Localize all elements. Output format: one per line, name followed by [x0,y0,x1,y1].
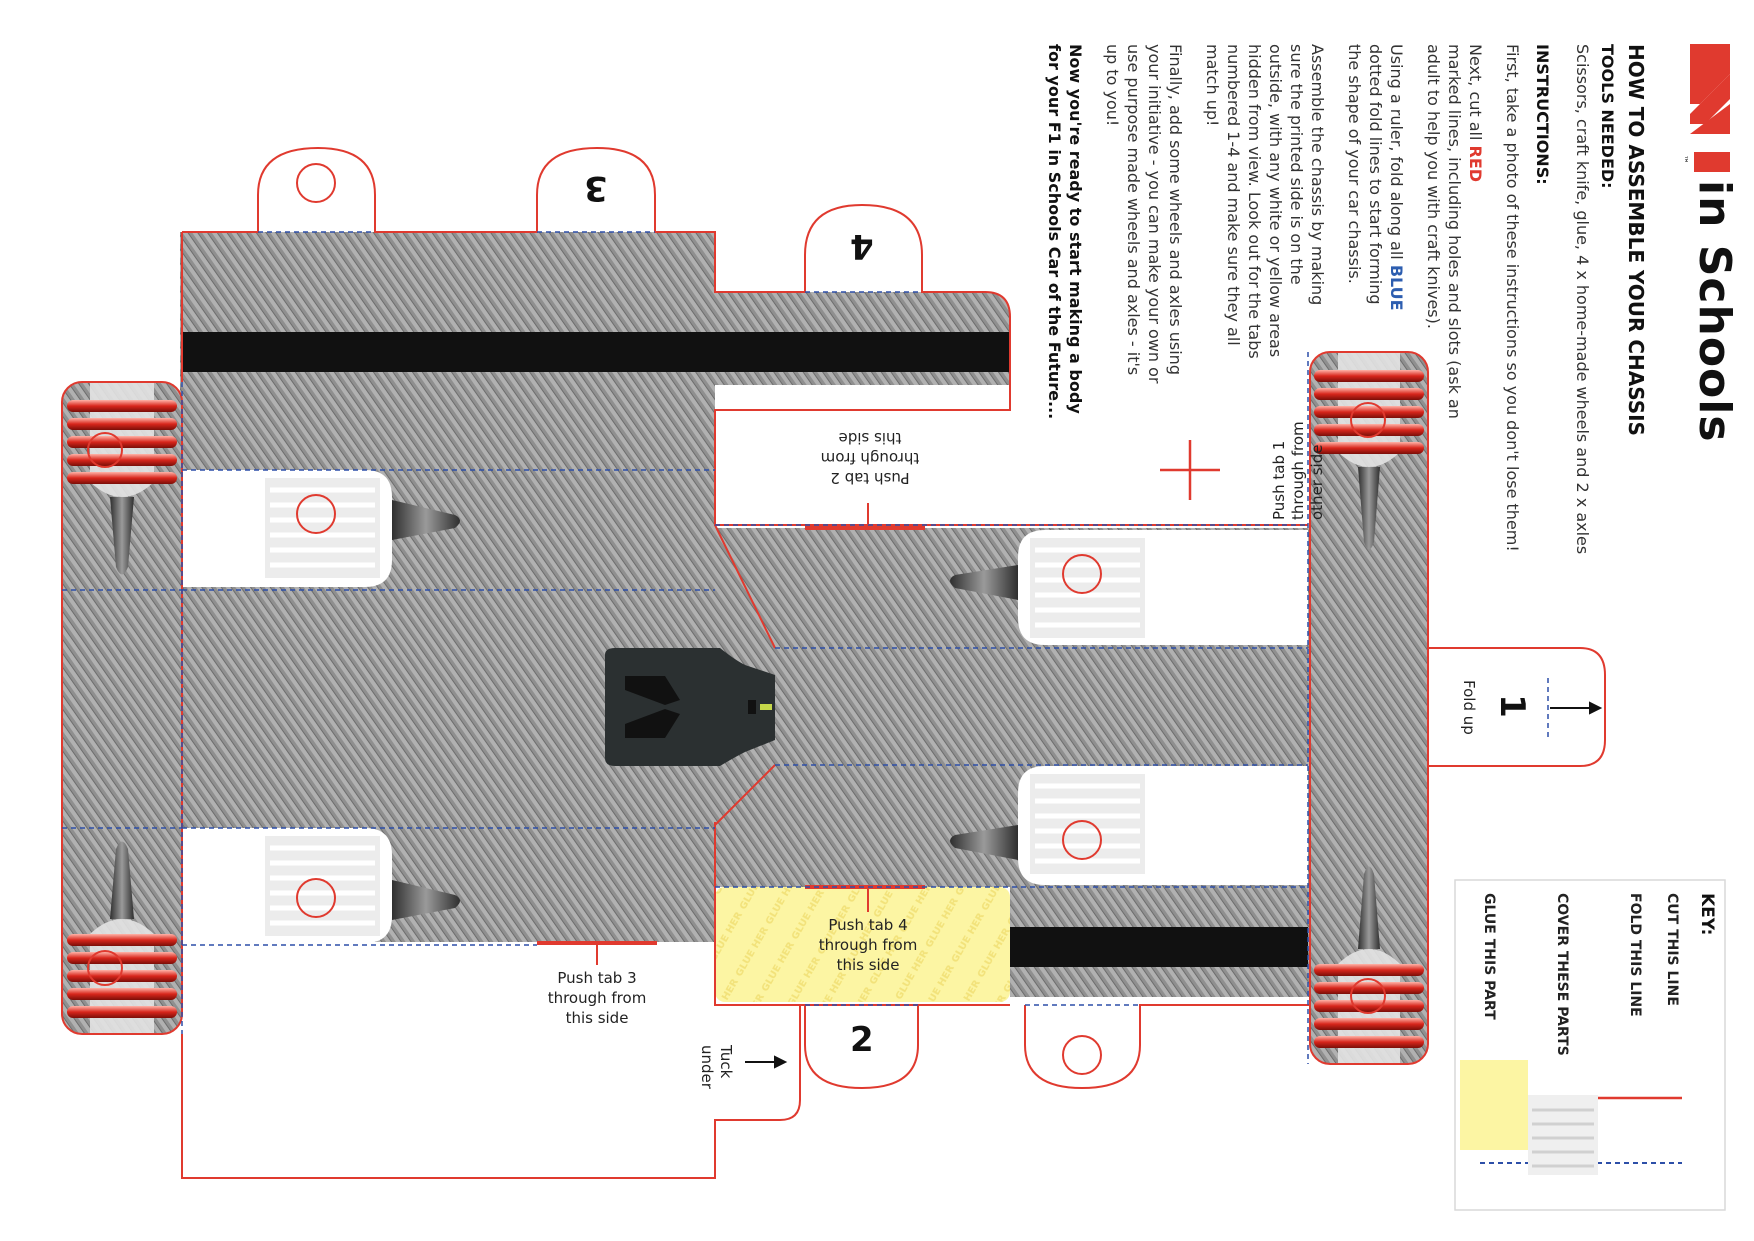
logo-text: in Schools [1689,180,1740,443]
key-glue-swatch [1460,1060,1528,1150]
fold-lines [62,231,1549,1064]
key-title: KEY: [1697,893,1717,936]
instruction-step-4-line-4: hidden from view. Look out for the tabs [1245,44,1264,359]
cover-coils [265,478,1145,936]
instruction-text: sure the printed side is on the [1287,44,1306,285]
tuck-under-label: Tuck under [697,1045,735,1089]
instruction-text: Assemble the chassis by making [1308,44,1327,306]
instruction-step-2-line-1: Next, cut all RED [1466,44,1485,182]
glue-area [715,887,1010,1002]
instruction-text: First, take a photo of these instruction… [1503,44,1522,552]
push-tab-3-line-3: this side [565,1009,629,1027]
push-tab-4-label: Push tab 4 through from this side [798,915,938,975]
springs [67,352,1424,1064]
instruction-step-3-line-1: Using a ruler, fold along all BLUE [1387,44,1406,311]
instruction-step-2-line-2: marked lines, including holes and slots … [1445,44,1464,419]
instruction-text: numbered 1-4 and make sure they all [1224,44,1243,346]
logo-tm: ™ [1678,155,1688,164]
instruction-text: up to you! [1103,44,1122,127]
fold-up-label: Fold up [1460,680,1478,735]
key-cut-label: CUT THIS LINE [1664,893,1680,1006]
instruction-text: dotted fold lines to start forming [1366,44,1385,305]
key-box [1454,879,1726,1211]
cut-lines [61,146,1606,1179]
push-tab-4-line-3: this side [836,956,900,974]
instruction-step-2-line-3: adult to help you with craft knives). [1424,44,1443,329]
instruction-step-3-line-2: dotted fold lines to start forming [1366,44,1385,305]
instruction-step-5-line-2: your initiative - you can make your own … [1145,44,1164,383]
push-tab-2-line-1: Push tab 2 [830,469,910,487]
black-stripe-top [182,332,1010,372]
tools-text: Scissors, craft knife, glue, 4 x home-ma… [1573,44,1592,555]
key-fold-label: FOLD THIS LINE [1627,893,1643,1017]
instruction-step-3-line-3: the shape of your car chassis. [1345,44,1364,284]
instruction-step-4-line-6: match up! [1203,44,1222,126]
tab-number-4: 4 [850,226,874,266]
tuck-under-line-2: under [698,1045,716,1089]
push-tab-1-line-2: through from [1289,421,1307,520]
instructions-label: INSTRUCTIONS: [1533,44,1552,185]
push-tab-3-label: Push tab 3 through from this side [527,968,667,1028]
instruction-step-5-line-4: up to you! [1103,44,1122,126]
instruction-step-4-line-1: Assemble the chassis by making [1308,44,1327,305]
instruction-step-4-line-5: numbered 1-4 and make sure they all [1224,44,1243,346]
key-cover-label: COVER THESE PARTS [1554,893,1570,1056]
tab-number-3: 3 [584,168,608,208]
closing-line-2: for your F1 in Schools Car of the Future… [1045,44,1064,420]
arrows [745,701,1603,1069]
instruction-step-4-line-3: outside, with any white or yellow areas [1266,44,1285,357]
instruction-text: outside, with any white or yellow areas [1266,44,1285,358]
key-glue-label: GLUE THIS PART [1481,893,1497,1020]
instruction-text: adult to help you with craft knives). [1424,44,1443,329]
cockpit [605,648,775,766]
instruction-step-4-line-2: sure the printed side is on the [1287,44,1306,285]
instruction-step-1-line-1: First, take a photo of these instruction… [1503,44,1522,552]
instruction-text: your initiative - you can make your own … [1145,44,1164,384]
instruction-text: marked lines, including holes and slots … [1445,44,1464,419]
push-tab-2-label: Push tab 2 through from this side [800,428,940,488]
push-tab-1-label: Push tab 1 through from other side [1270,421,1327,520]
instruction-text: match up! [1203,44,1222,127]
instruction-text: the shape of your car chassis. [1345,44,1364,284]
instruction-text: hidden from view. Look out for the tabs [1245,44,1264,359]
push-tab-3-line-2: through from [547,989,647,1007]
f1-logo [1690,44,1730,172]
push-tab-3-line-1: Push tab 3 [557,969,637,987]
tuck-under-line-1: Tuck [717,1045,735,1079]
tools-label: TOOLS NEEDED: [1598,44,1617,189]
push-tab-4-line-1: Push tab 4 [828,916,908,934]
instruction-step-5-line-3: use purpose made wheels and axles - it's [1124,44,1143,375]
instruction-text: Next, cut all [1466,44,1485,146]
black-stripe-bottom [1010,927,1308,967]
push-tab-2-line-2: through from [820,449,920,467]
instruction-text: use purpose made wheels and axles - it's [1124,44,1143,376]
push-tab-1-line-3: other side [1308,444,1326,520]
push-tab-1-line-1: Push tab 1 [1270,440,1288,520]
tab-number-2: 2 [850,1020,874,1060]
instruction-text: BLUE [1387,264,1406,311]
suspension-arms [392,500,1018,920]
key-cover-swatch [1528,1095,1598,1175]
instruction-text: Using a ruler, fold along all [1387,44,1406,265]
closing-line-1: Now you're ready to start making a body [1066,44,1085,414]
push-tab-4-line-2: through from [818,936,918,954]
instruction-text: Finally, add some wheels and axles using [1166,44,1185,375]
instruction-text: RED [1466,145,1485,183]
tab-number-1: 1 [1491,694,1532,718]
instruction-step-5-line-1: Finally, add some wheels and axles using [1166,44,1185,375]
page-title: HOW TO ASSEMBLE YOUR CHASSIS [1624,44,1648,436]
push-tab-2-line-3: this side [838,429,902,447]
